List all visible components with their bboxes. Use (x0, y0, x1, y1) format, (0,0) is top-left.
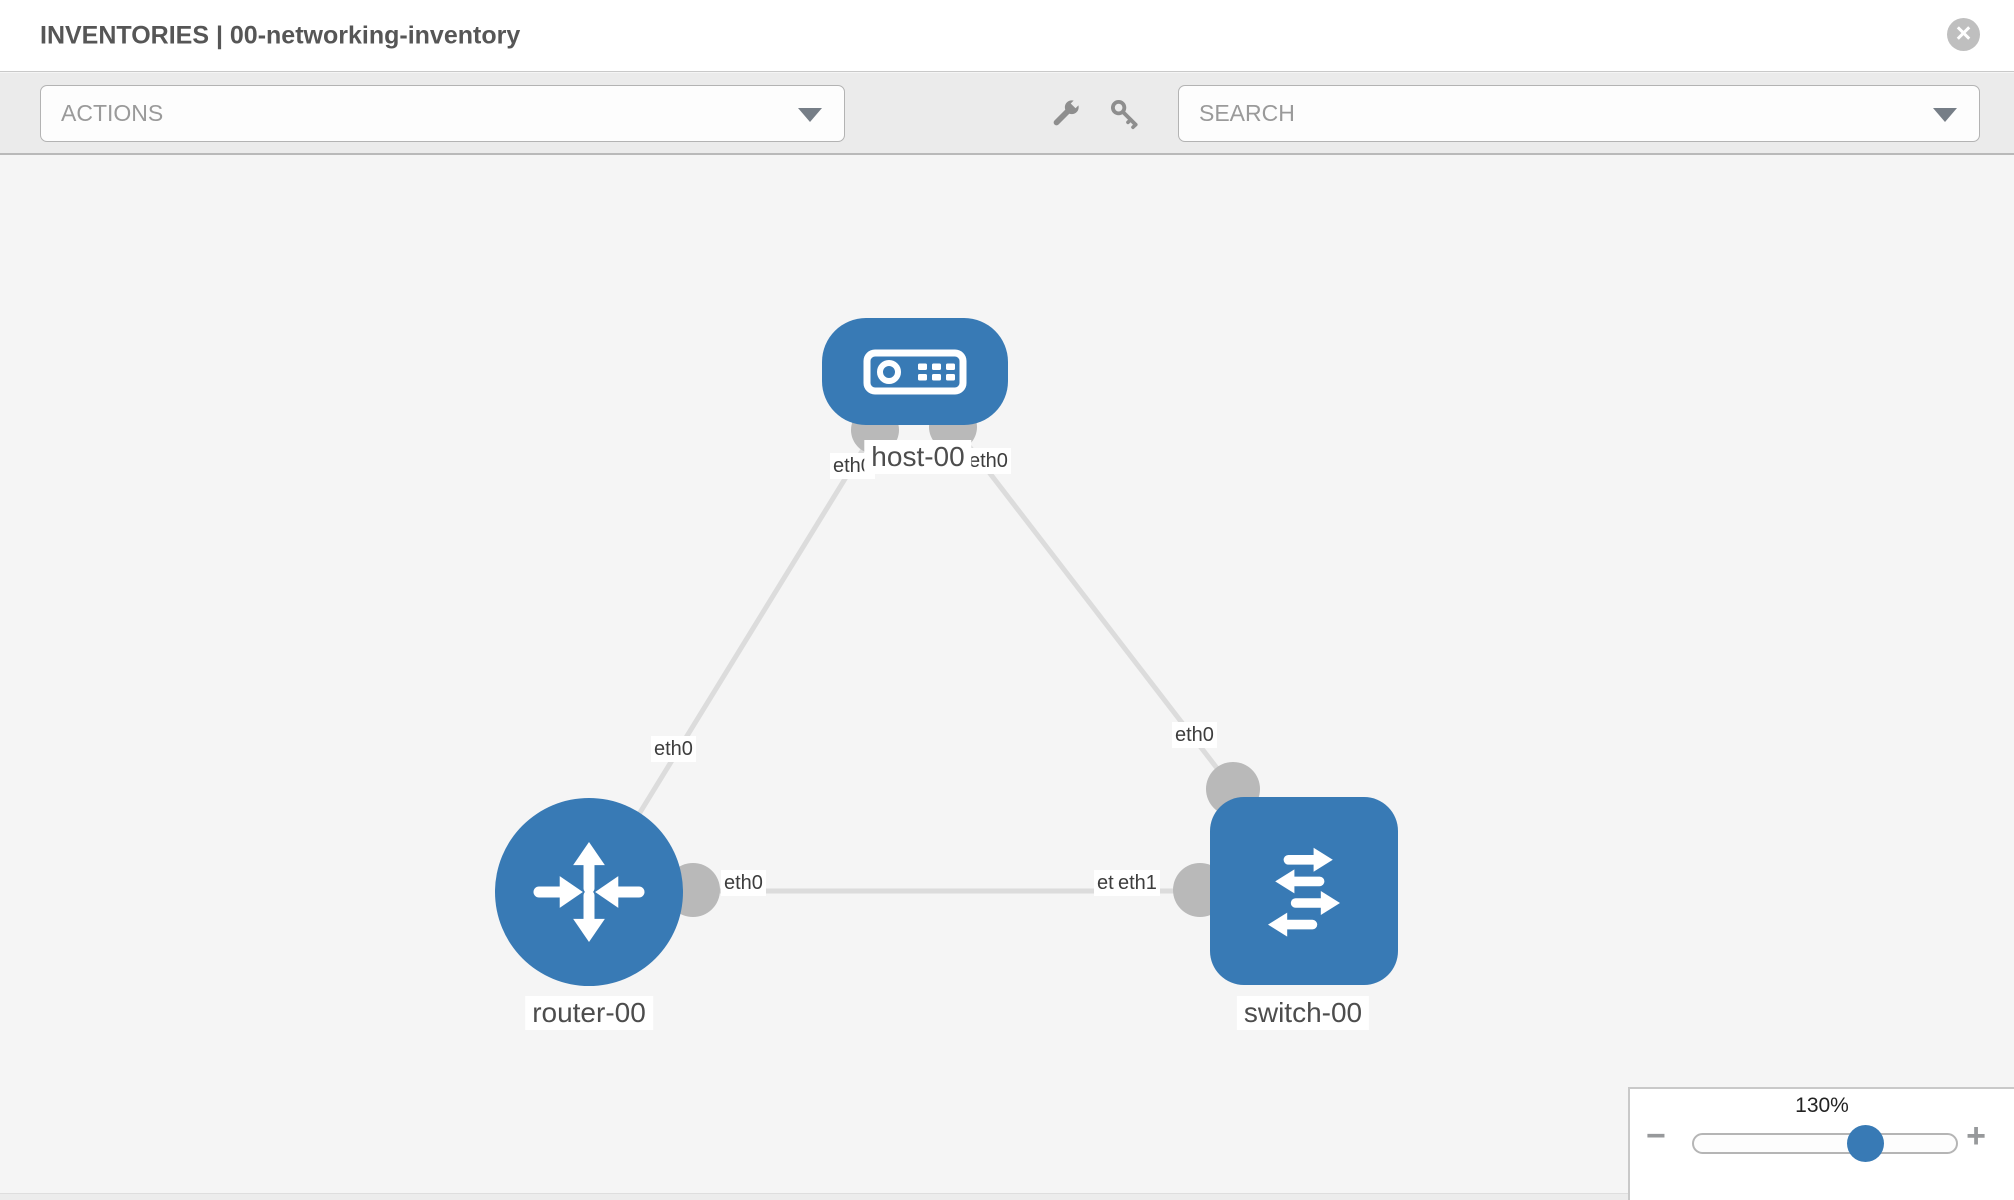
zoom-slider-handle[interactable] (1847, 1125, 1884, 1162)
key-icon[interactable] (1108, 97, 1142, 131)
zoom-panel: 130% − + (1628, 1087, 2014, 1200)
interface-label: eth0 (1172, 722, 1217, 748)
node-label-host-00: host-00 (864, 440, 972, 474)
canvas-bottom-edge (0, 1193, 2014, 1200)
chevron-down-icon (798, 107, 822, 122)
zoom-in-button[interactable]: + (1966, 1119, 1986, 1153)
host-icon (863, 349, 967, 394)
actions-dropdown[interactable]: ACTIONS (40, 85, 845, 142)
interface-label: eth1 (1115, 870, 1160, 896)
zoom-out-button[interactable]: − (1646, 1119, 1666, 1153)
interface-label: eth0 (721, 870, 766, 896)
search-dropdown-label: SEARCH (1199, 100, 1295, 126)
switch-icon (1268, 847, 1340, 937)
page-title: INVENTORIES | 00-networking-inventory (40, 21, 521, 49)
node-label-switch-00: switch-00 (1236, 996, 1370, 1030)
actions-dropdown-label: ACTIONS (61, 100, 164, 126)
search-dropdown[interactable]: SEARCH (1178, 85, 1980, 142)
node-switch-00[interactable] (1210, 797, 1398, 985)
close-button[interactable]: × (1947, 18, 1980, 51)
node-label-router-00: router-00 (525, 996, 653, 1030)
zoom-slider-track[interactable] (1692, 1125, 1958, 1162)
node-host-00[interactable] (822, 318, 1008, 425)
minus-icon: − (1646, 1117, 1666, 1155)
router-icon (533, 841, 645, 943)
interface-label: eth0 (966, 448, 1011, 474)
wrench-icon[interactable] (1048, 97, 1082, 131)
chevron-down-icon (1933, 107, 1957, 122)
plus-icon: + (1966, 1117, 1986, 1155)
interface-label: eth0 (651, 736, 696, 762)
zoom-level-readout: 130% (1795, 1094, 1849, 1117)
link-host-router (625, 427, 878, 835)
close-icon: × (1955, 17, 1972, 48)
topology-canvas[interactable]: eth0 eth0 eth0 eth0 eth0 eth0 eth1 host-… (0, 157, 2014, 1200)
toolbar: ACTIONS SEARCH (0, 73, 2014, 155)
header-bar: INVENTORIES | 00-networking-inventory × (0, 0, 2014, 72)
node-router-00[interactable] (495, 798, 683, 986)
topology-edges-layer (625, 403, 1260, 917)
